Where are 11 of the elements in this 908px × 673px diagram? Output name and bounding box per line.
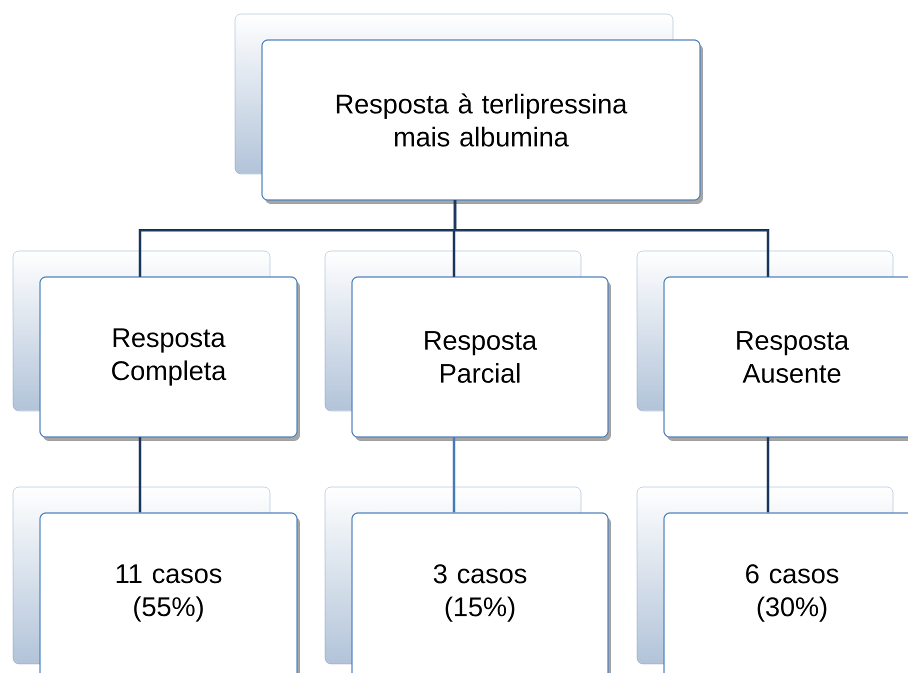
connector-line [766, 437, 770, 512]
connector-line [138, 437, 142, 512]
process-box: Resposta à terlipressina mais albumina [234, 14, 703, 204]
process-box: 11 casos (55%) [12, 486, 300, 673]
process-box: Resposta Parcial [324, 250, 611, 441]
process-box: Resposta Completa [12, 250, 300, 441]
connector-line [454, 200, 770, 277]
connector-line [452, 437, 456, 512]
process-box: Resposta Ausente [636, 250, 908, 441]
process-box: 3 casos (15%) [324, 486, 611, 673]
process-box: 6 casos (30%) [636, 486, 908, 673]
